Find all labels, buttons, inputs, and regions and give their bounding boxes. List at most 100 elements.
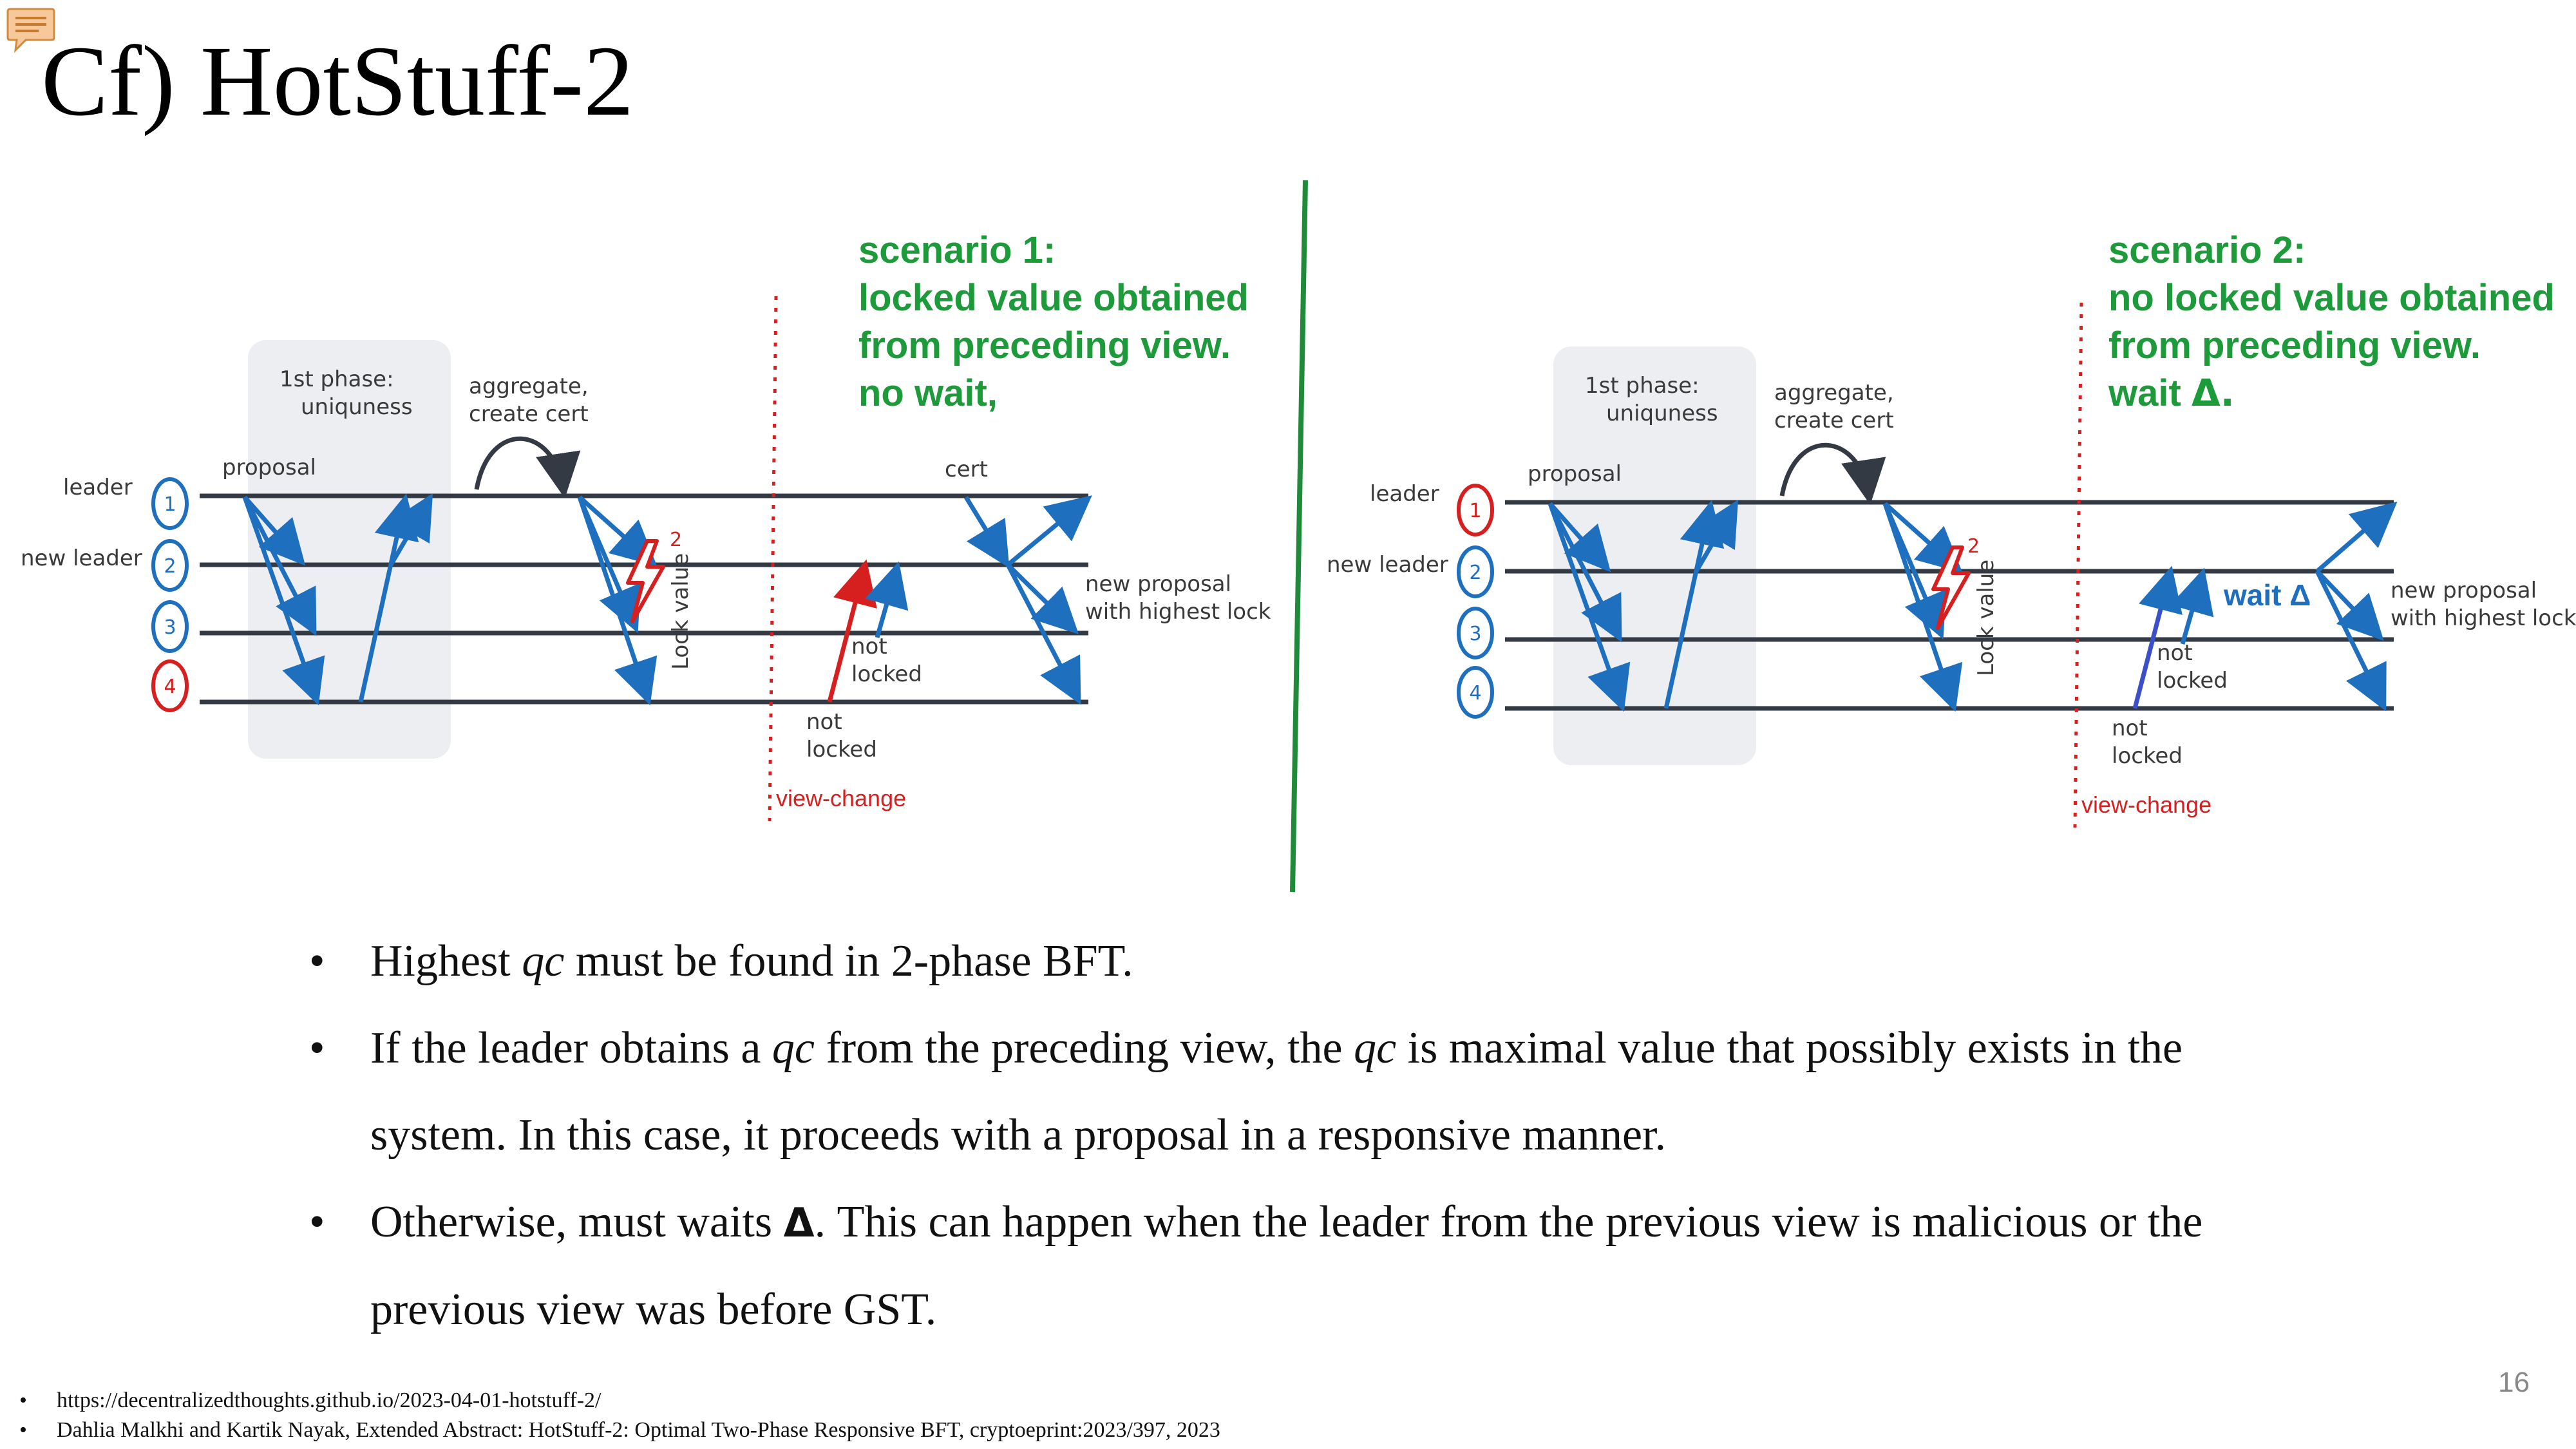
reference-marker: • <box>19 1388 27 1412</box>
bullet-1-qc: qc <box>522 936 565 986</box>
node-2: 2 <box>151 539 189 592</box>
right-panel: 1st phase: uniquness aggregate, create c… <box>1327 229 2576 828</box>
panel-divider <box>1290 180 1308 893</box>
bullet-item-3: • Otherwise, must waits Δ. This can happ… <box>309 1179 2402 1353</box>
bullet-2-text-a: If the leader obtains a <box>370 1023 772 1073</box>
not-locked-right-b-2: locked <box>2157 668 2228 694</box>
not-locked-a-2: locked <box>806 737 877 762</box>
red-marker-number-right: 2 <box>1967 535 1980 558</box>
reference-citation: Dahlia Malkhi and Kartik Nayak, Extended… <box>57 1418 1220 1442</box>
node-4-number: 4 <box>164 676 176 698</box>
node-right-3-number: 3 <box>1469 623 1481 645</box>
blue-vote-arrow-right <box>2170 567 2214 645</box>
view-change-label-right: view-change <box>2081 791 2211 818</box>
red-vote-arrow <box>827 559 877 703</box>
node-right-4: 4 <box>1457 666 1494 719</box>
node-3-number: 3 <box>164 616 176 639</box>
node-4: 4 <box>151 659 189 712</box>
node-right-2: 2 <box>1457 545 1494 598</box>
not-locked-right-b-1: not <box>2157 640 2193 666</box>
bullet-2-text-d: system. In this case, it proceeds with a… <box>370 1110 1667 1160</box>
bullet-3-text-a: Otherwise, must waits <box>370 1197 784 1247</box>
not-locked-a-1: not <box>806 709 842 735</box>
reference-link[interactable]: https://decentralizedthoughts.github.io/… <box>57 1388 601 1412</box>
node-1: 1 <box>151 477 189 530</box>
aggregate-label-2: create cert <box>469 401 589 427</box>
new-proposal-arrows-right <box>2315 501 2398 712</box>
scenario-1-line-2: locked value obtained <box>858 277 1249 319</box>
lightning-icon-right <box>1931 545 1971 630</box>
node-right-4-number: 4 <box>1469 682 1481 705</box>
bullet-marker: • <box>309 936 325 986</box>
bullet-2-qc-2: qc <box>1354 1023 1397 1073</box>
first-phase-label-right-2: uniquness <box>1606 401 1718 426</box>
left-panel: 1st phase: uniquness aggregate, create c… <box>21 229 1271 822</box>
new-proposal-label-2: with highest lock <box>1085 599 1271 625</box>
scenario-2-line-2: no locked value obtained <box>2108 277 2555 319</box>
new-leader-label: new leader <box>21 545 142 571</box>
lock-arrows <box>577 495 658 706</box>
aggregate-curve <box>474 436 581 498</box>
indigo-vote-arrow <box>2132 565 2183 709</box>
cert-label: cert <box>945 457 988 482</box>
bullet-1-text-a: Highest <box>370 936 522 986</box>
scenario-2-line-4: wait Δ. <box>2108 371 2235 415</box>
leader-label-right: leader <box>1370 481 1439 507</box>
first-phase-label-right-1: 1st phase: <box>1585 373 1700 399</box>
view-change-line-right <box>2073 302 2083 828</box>
proposal-label-right: proposal <box>1528 461 1622 487</box>
bullet-3-text-b: . This can happen when the leader from t… <box>814 1197 2203 1247</box>
bullet-marker: • <box>309 1197 325 1247</box>
page-number: 16 <box>2498 1367 2530 1398</box>
node-right-1: 1 <box>1457 484 1494 536</box>
reference-marker: • <box>19 1418 27 1442</box>
reference-item: • https://decentralizedthoughts.github.io… <box>19 1386 1220 1416</box>
scenario-2-line-1: scenario 2: <box>2108 229 2306 271</box>
node-right-3: 3 <box>1457 607 1494 659</box>
comment-icon[interactable] <box>5 4 57 55</box>
lock-arrows-right <box>1882 502 1963 712</box>
bullet-1-text-b: must be found in 2-phase BFT. <box>564 936 1133 986</box>
proposal-label: proposal <box>222 455 316 480</box>
new-proposal-label-right-1: new proposal <box>2391 578 2537 603</box>
aggregate-label-right-1: aggregate, <box>1774 380 1894 406</box>
first-phase-label-2: uniquness <box>301 394 413 420</box>
wait-delta-label: wait Δ <box>2223 578 2311 612</box>
aggregate-label-right-2: create cert <box>1774 408 1894 433</box>
red-marker-number: 2 <box>670 529 682 551</box>
scenario-1-line-4: no wait, <box>858 372 998 414</box>
lock-value-label: Lock value <box>668 553 694 670</box>
proposal-arrows-right <box>1548 499 1739 712</box>
new-proposal-label-1: new proposal <box>1085 571 1231 597</box>
aggregate-label-1: aggregate, <box>469 374 589 399</box>
bullet-item-1: • Highest qc must be found in 2-phase BF… <box>309 918 2402 1005</box>
bullet-item-2: • If the leader obtains a qc from the pr… <box>309 1005 2402 1179</box>
scenario-2-wait-text: wait <box>2108 372 2192 414</box>
lock-value-label-right: Lock value <box>1973 560 1999 676</box>
first-phase-label-1: 1st phase: <box>279 366 394 392</box>
new-proposal-label-right-2: with highest lock <box>2391 605 2576 631</box>
bullet-2-text-b: from the preceding view, the <box>814 1023 1354 1073</box>
new-leader-label-right: new leader <box>1327 552 1448 578</box>
not-locked-right-a-1: not <box>2112 715 2148 741</box>
node-3: 3 <box>151 600 189 653</box>
bullet-marker: • <box>309 1023 325 1073</box>
view-change-line <box>768 296 778 822</box>
cert-arrows <box>964 495 1092 705</box>
scenario-1-line-3: from preceding view. <box>858 325 1231 366</box>
scenario-2-delta-symbol: Δ. <box>2192 371 2235 415</box>
references: • https://decentralizedthoughts.github.io… <box>19 1386 1220 1445</box>
lightning-icon <box>626 539 665 623</box>
bullet-2-text-c: is maximal value that possibly exists in… <box>1396 1023 2183 1073</box>
not-locked-b-2: locked <box>851 661 922 687</box>
view-change-label: view-change <box>776 785 906 811</box>
node-2-number: 2 <box>164 555 176 578</box>
leader-label: leader <box>63 475 133 500</box>
bullet-2-qc-1: qc <box>772 1023 815 1073</box>
not-locked-b-1: not <box>851 634 887 659</box>
bullet-list: • Highest qc must be found in 2-phase BF… <box>309 918 2402 1353</box>
not-locked-right-a-2: locked <box>2112 743 2183 769</box>
slide-title: Cf) HotStuff-2 <box>41 25 634 137</box>
aggregate-curve-right <box>1779 442 1886 505</box>
